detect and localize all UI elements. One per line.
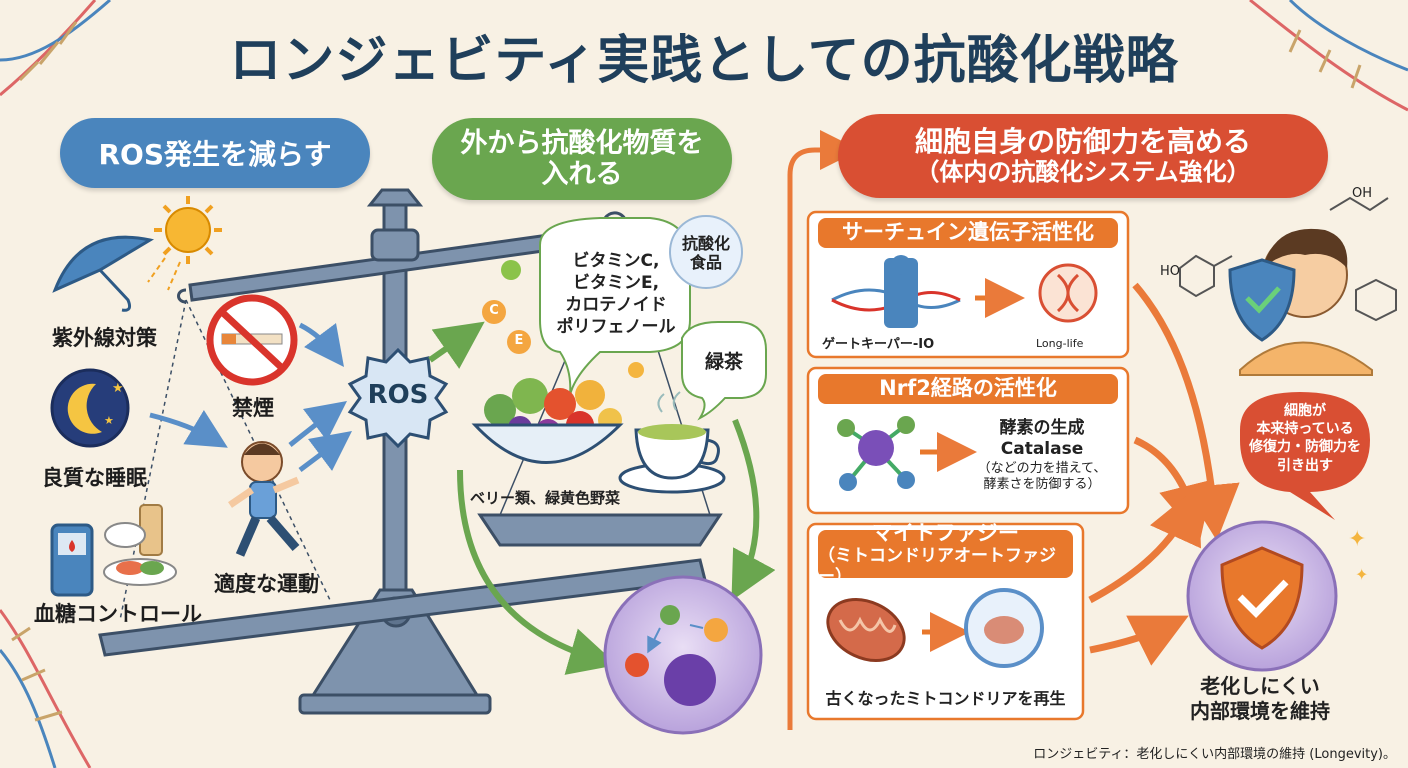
dna-corner-top-right (1249, 0, 1408, 112)
vitamin-dots (482, 260, 644, 378)
footnote: ロンジェビティ：老化しにくい内部環境の維持 (Longevity)。 (1033, 747, 1396, 762)
dna-corner-top-left (0, 0, 111, 97)
speech-line: 引き出す (1277, 457, 1333, 474)
speech-line: 細胞が (1284, 403, 1326, 419)
speech-line: 本来持っている (1256, 421, 1354, 438)
dna-gene-icon (831, 255, 961, 328)
green-tea-cup-icon (618, 391, 726, 494)
ros-label: ROS (367, 380, 429, 410)
long-life-icon (1038, 263, 1098, 323)
speech-line: 修復力・防御力を (1249, 439, 1361, 456)
section-header-reduce: ROS発生を減らす (60, 118, 370, 188)
sparkle-decoration: ✦ (1355, 565, 1368, 584)
vitamin-bubble (539, 217, 691, 396)
card-sirtuin-header: サーチュイン遺伝子活性化 (818, 218, 1118, 248)
intake-arrows (428, 321, 776, 675)
green-tea-bubble (681, 321, 767, 421)
running-person-icon (228, 441, 300, 557)
section-header-external-line1: 外から抗酸化物質を (460, 127, 704, 159)
card-mitophagy-title: マイトファジー (872, 521, 1019, 546)
balance-scale (98, 188, 723, 715)
label-no-smoking: 禁煙 (232, 396, 274, 420)
reduce-arrows (149, 322, 352, 472)
vegetable-bowl-icon (471, 378, 624, 464)
card-nrf2-title: Nrf2経路の活性化 (879, 376, 1057, 401)
long-life-caption: Long-life (1036, 337, 1084, 350)
food-caption: ベリー類、緑黄色野菜 (470, 489, 621, 507)
dna-corner-bottom-left (0, 609, 92, 768)
card-sirtuin-title: サーチュイン遺伝子活性化 (842, 220, 1094, 245)
label-blood-sugar: 血糖コントロール (34, 602, 202, 626)
vitamin-line: カロテノイド (565, 295, 667, 316)
nrf2-text-line3: （などの力を措えて、 (977, 460, 1107, 476)
section-header-external-line2: 入れる (541, 159, 623, 190)
vitamin-c-dot-label: C (489, 303, 499, 318)
label-sleep: 良質な睡眠 (42, 466, 147, 490)
vitamin-line: ポリフェノール (556, 317, 676, 338)
green-tea-label: 緑茶 (704, 351, 743, 373)
protected-cell-icon (1186, 520, 1338, 672)
molecule-icon (837, 416, 915, 491)
cell-illustration (603, 575, 763, 735)
mitophagy-caption: 古くなったミトコンドリアを再生 (825, 689, 1066, 708)
section-header-internal: 細胞自身の防御力を高める （体内の抗酸化システム強化） (838, 114, 1328, 198)
card-mitophagy-subtitle: （ミトコンドリアオートファジー） (818, 546, 1056, 587)
label-exercise: 適度な運動 (214, 572, 319, 596)
molecule-label-oh: OH (1352, 186, 1373, 201)
section-header-internal-line1: 細胞自身の防御力を高める (914, 124, 1251, 158)
speech-bubble-text: 細胞が 本来持っている 修復力・防御力を 引き出す (1245, 402, 1365, 475)
gatekeeper-caption: ゲートキーパー-IO (822, 337, 935, 352)
vitamin-e-dot-label: E (514, 333, 524, 348)
umbrella-icon (52, 235, 155, 312)
nrf2-text-line2: Catalase (1000, 439, 1084, 460)
section-header-external: 外から抗酸化物質を 入れる (432, 118, 732, 200)
ros-burst (347, 347, 449, 449)
card-mitophagy-header: マイトファジー （ミトコンドリアオートファジー） (818, 521, 1073, 587)
moon-icon: ★ ★ (50, 368, 130, 448)
section-header-internal-line2: （体内の抗酸化システム強化） (915, 158, 1251, 187)
result-text: 老化しにくい 内部環境を維持 (1150, 674, 1370, 724)
sun-icon (147, 196, 222, 291)
vitamin-line: ビタミンE, (572, 273, 660, 294)
vitamin-bubble-text: ビタミンC, ビタミンE, カロテノイド ポリフェノール (548, 250, 684, 338)
molecule-structure-decoration (1179, 196, 1397, 322)
shield-check-icon (1228, 258, 1296, 342)
card-nrf2-header: Nrf2経路の活性化 (818, 374, 1118, 404)
internal-arrows (1088, 282, 1240, 666)
svg-text:★: ★ (104, 414, 114, 427)
section-header-reduce-label: ROS発生を減らす (98, 138, 332, 171)
antioxidant-food-text: 抗酸化 食品 (672, 234, 740, 272)
glucose-meter-icon (50, 504, 177, 597)
nrf2-text: 酵素の生成 Catalase （などの力を措えて、 酵素さを防御する） (962, 418, 1122, 493)
antioxidant-food-line1: 抗酸化 (681, 234, 730, 253)
autophagosome-icon (964, 588, 1044, 668)
svg-text:★: ★ (112, 381, 124, 396)
molecule-label-ho: HO (1160, 264, 1181, 279)
label-uv-protection: 紫外線対策 (52, 326, 157, 350)
sparkle-decoration: ✦ (1348, 527, 1366, 552)
page-title: ロンジェビティ実践としての抗酸化戦略 (229, 31, 1179, 91)
speech-bubble (1240, 392, 1370, 520)
antioxidant-food-line2: 食品 (689, 253, 722, 273)
result-line2: 内部環境を維持 (1190, 699, 1330, 723)
result-line1: 老化しにくい (1200, 674, 1320, 698)
nrf2-text-line1: 酵素の生成 (999, 418, 1085, 438)
antioxidant-food-bubble (669, 215, 743, 289)
nrf2-text-line4: 酵素さを防御する） (983, 476, 1101, 492)
no-smoking-icon (206, 294, 298, 386)
mitochondria-icon (826, 598, 906, 662)
vitamin-line: ビタミンC, (572, 251, 660, 271)
internal-section-frame (787, 130, 860, 730)
